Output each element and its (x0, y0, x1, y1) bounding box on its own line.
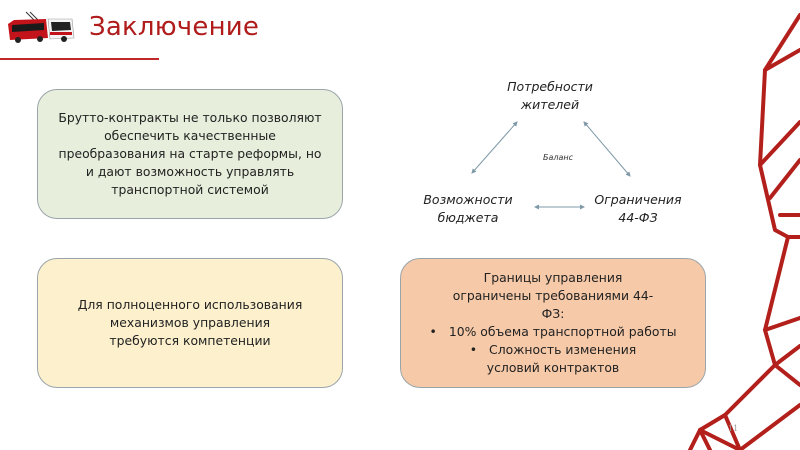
arrow-top-right (583, 121, 631, 177)
box-heading: Границы управления ограничены требования… (452, 270, 654, 321)
bullet-item: Сложность изменения условий контрактов (417, 341, 689, 377)
conclusion-box-44fz-limits: Границы управления ограничены требования… (400, 258, 706, 388)
title-underline (0, 58, 159, 60)
bullet-text: 10% объема транспортной работы (448, 324, 677, 339)
node-label: жителей (520, 97, 580, 112)
node-label: бюджета (437, 210, 499, 225)
box-text: Брутто-контракты не только позволяют обе… (58, 110, 322, 197)
node-label: Потребности (507, 79, 593, 94)
arrow-top-left (471, 121, 518, 174)
conclusion-box-competencies: Для полноценного использования механизмо… (37, 258, 343, 388)
node-label: Возможности (423, 192, 513, 207)
trolleybus-icon (8, 11, 75, 43)
bullet-text: Сложность изменения условий контрактов (486, 342, 637, 375)
diagram-node-budget: Возможности бюджета (408, 191, 528, 227)
diagram-node-residents-needs: Потребности жителей (490, 78, 610, 114)
node-label: Ограничения (594, 192, 682, 207)
box-text: Для полноценного использования механизмо… (77, 297, 303, 348)
page-title: Заключение (89, 12, 260, 42)
bullet-item: 10% объема транспортной работы (417, 323, 689, 341)
page-number: 11 (728, 424, 739, 433)
box-content: Границы управления ограничены требования… (401, 269, 705, 377)
diagram-center-label: Баланс (542, 153, 574, 162)
node-label: 44-ФЗ (618, 210, 658, 225)
conclusion-box-brutto-contracts: Брутто-контракты не только позволяют обе… (37, 89, 343, 219)
diagram-node-44fz-limits: Ограничения 44-ФЗ (578, 191, 698, 227)
bullet-list: 10% объема транспортной работы Сложность… (417, 323, 689, 377)
decorative-network-lines (688, 13, 800, 450)
